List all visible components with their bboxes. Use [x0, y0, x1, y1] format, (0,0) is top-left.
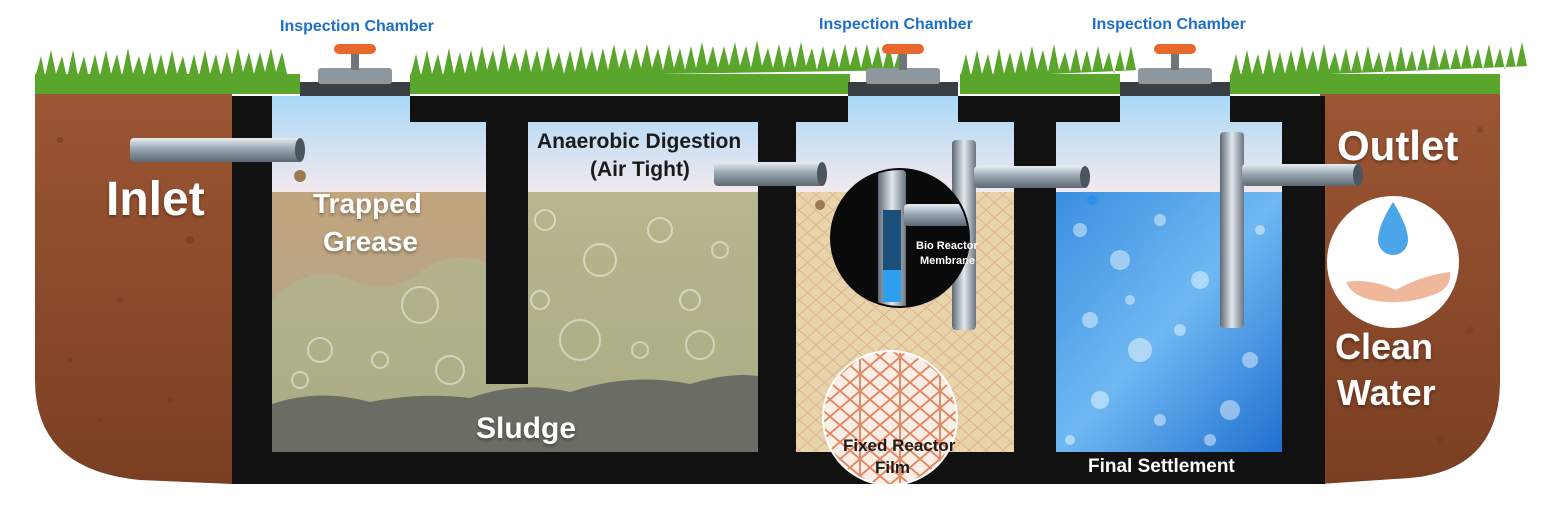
- trapped-grease-label-line1: Trapped: [313, 188, 422, 219]
- fixed-reactor-film-label-line1: Fixed Reactor: [843, 436, 956, 455]
- outlet-label: Outlet: [1337, 122, 1459, 169]
- inspection-lid-1: [300, 44, 410, 96]
- inlet-label: Inlet: [106, 173, 205, 226]
- clean-water-hand-icon: [1327, 196, 1459, 328]
- soil-background-left: [35, 92, 232, 484]
- trapped-grease-layer: [272, 192, 486, 300]
- bio-reactor-label-line1: Bio Reactor: [916, 240, 978, 252]
- bio-reactor-label-line2: Membrane: [920, 255, 976, 267]
- clean-water-label-line1: Clean: [1335, 326, 1434, 367]
- clean-water-bubbles: [1065, 214, 1265, 446]
- grass: [35, 40, 1531, 94]
- fixed-reactor-film-label-line2: Film: [875, 458, 910, 477]
- soil-background: [35, 92, 1500, 484]
- sludge-layer: [272, 375, 758, 452]
- inspection-lid-3: [1120, 44, 1230, 96]
- inspection-chamber-label-1: Inspection Chamber: [280, 18, 434, 35]
- transfer-pipe-1: [714, 162, 827, 210]
- baffle-wall: [486, 96, 528, 384]
- chamber-1-bubbles: [291, 209, 729, 389]
- trapped-grease-label-line2: Grease: [323, 226, 418, 257]
- bio-reactor-membrane-callout: [830, 168, 970, 308]
- outlet-pipe: [1220, 132, 1363, 328]
- sludge-label: Sludge: [476, 412, 577, 445]
- anaerobic-digestion-label-line1: Anaerobic Digestion: [537, 130, 742, 153]
- inlet-pipe: [130, 138, 306, 182]
- chamber-3-clean-water: [1056, 192, 1282, 452]
- anaerobic-digestion-label-line2: (Air Tight): [590, 158, 690, 181]
- inspection-lid-2: [848, 44, 958, 96]
- final-settlement-label: Final Settlement: [1088, 456, 1235, 477]
- fixed-reactor-film-callout: [822, 350, 958, 486]
- clean-water-label-line2: Water: [1337, 372, 1436, 413]
- inspection-chamber-label-3: Inspection Chamber: [1092, 16, 1246, 33]
- inspection-chamber-label-2: Inspection Chamber: [819, 16, 973, 33]
